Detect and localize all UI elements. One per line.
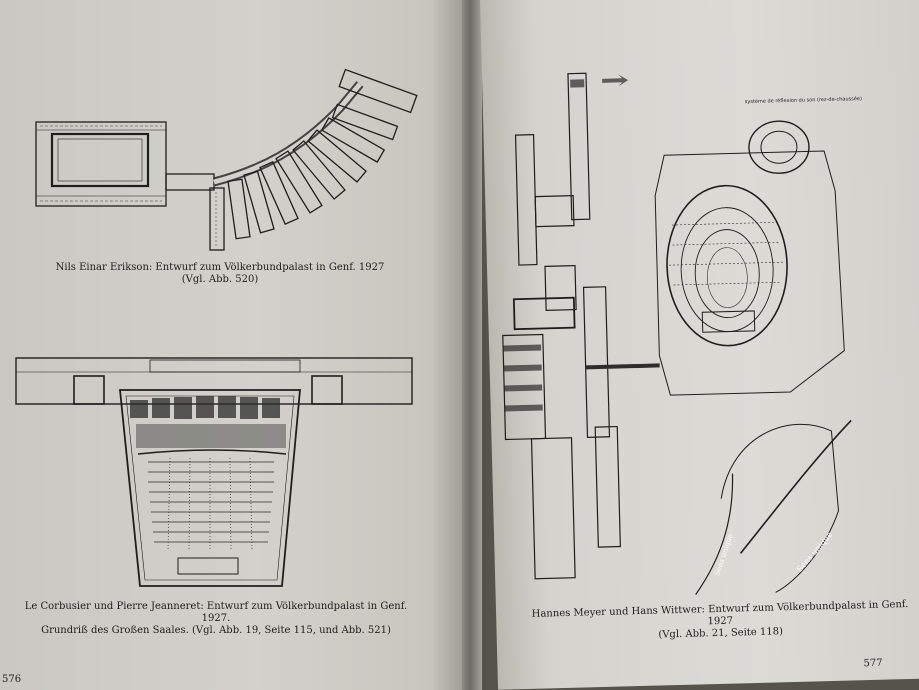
- le-corbusier-floor-plan: [15, 357, 413, 587]
- left-page: Nils Einar Erikson: Entwurf zum Völkerbu…: [0, 0, 466, 690]
- corbusier-caption: Le Corbusier und Pierre Jeanneret: Entwu…: [16, 601, 416, 637]
- book-gutter: [462, 0, 482, 690]
- meyer-wittwer-site-plan: [502, 72, 852, 595]
- left-page-number: 576: [2, 674, 22, 685]
- corbusier-caption-line1: Le Corbusier und Pierre Jeanneret: Entwu…: [24, 601, 408, 624]
- erikson-caption: Nils Einar Erikson: Entwurf zum Völkerbu…: [30, 262, 410, 286]
- erikson-floor-plan: [35, 68, 418, 251]
- erikson-caption-line2: (Vgl. Abb. 520): [181, 274, 259, 285]
- erikson-caption-line1: Nils Einar Erikson: Entwurf zum Völkerbu…: [55, 262, 385, 273]
- corbusier-caption-line2: Grundriß des Großen Saales. (Vgl. Abb. 1…: [41, 625, 391, 636]
- right-page-number: 577: [863, 657, 883, 670]
- sound-system-label-2: (rez-de-chaussée): [816, 96, 862, 104]
- right-page: système de réflexion du son (rez-de-chau…: [480, 0, 919, 690]
